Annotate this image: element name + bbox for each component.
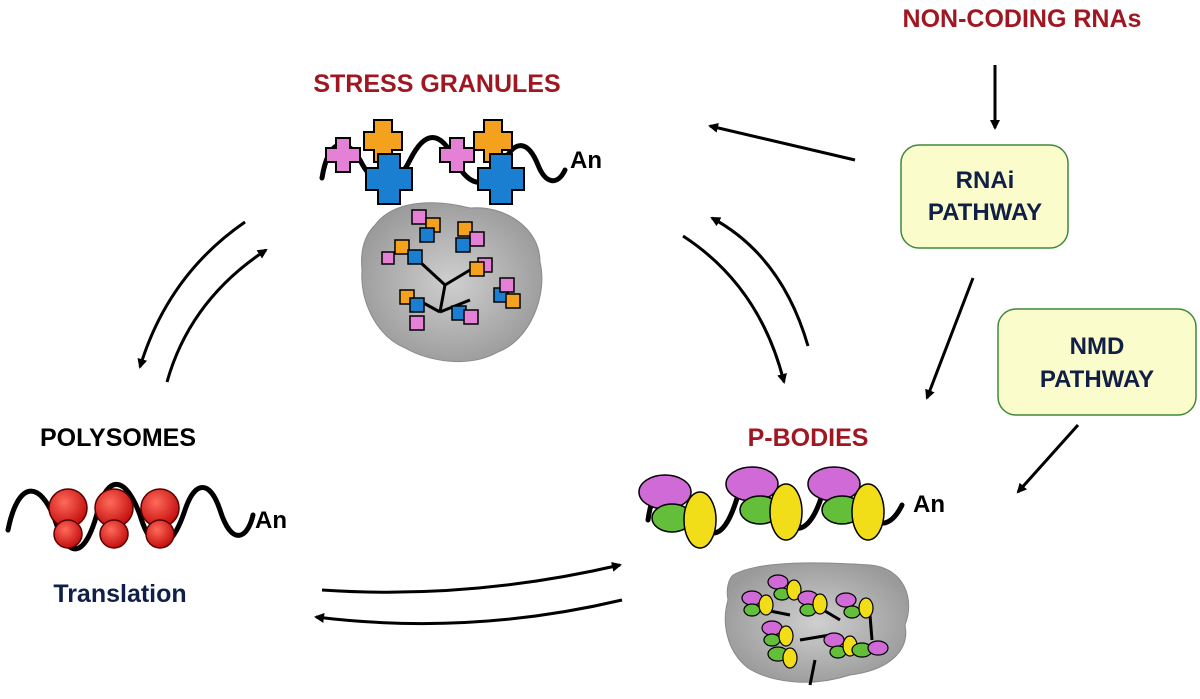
protein-icon	[411, 209, 427, 225]
arrow-icon	[321, 561, 622, 594]
rnai-label-line2: PATHWAY	[928, 199, 1042, 226]
polysomes-title: POLYSOMES	[40, 424, 196, 452]
p-bodies-title: P-BODIES	[748, 424, 869, 452]
p-body-protein-icon	[763, 633, 781, 647]
p-body-protein-icon	[638, 474, 692, 510]
p-body-protein-icon	[851, 483, 885, 541]
protein-icon	[505, 293, 521, 309]
p-body-protein-icon	[807, 466, 861, 502]
protein-icon	[477, 153, 525, 205]
nmd-pathway-box: NMD PATHWAY	[997, 308, 1197, 416]
arrow-icon	[165, 248, 268, 383]
p-body-protein-icon	[683, 491, 717, 549]
protein-icon	[365, 153, 413, 205]
arrow-icon	[314, 598, 623, 626]
poly-a-tail-label: An	[570, 147, 602, 174]
arrow-icon	[925, 277, 975, 400]
nmd-box-shape	[997, 308, 1197, 416]
rnai-box-shape	[900, 144, 1069, 249]
p-body-blob	[724, 562, 910, 683]
p-body-protein-icon	[812, 593, 828, 615]
p-body-icon	[724, 562, 910, 686]
stress-granule-mrna: An	[319, 119, 602, 205]
non-coding-rnas-title: NON-CODING RNAs	[903, 5, 1142, 33]
polysome-mrna: An	[5, 481, 287, 552]
poly-a-tail-label: An	[255, 507, 287, 534]
protein-icon	[394, 239, 410, 255]
ribosome-icon	[99, 519, 129, 549]
protein-icon	[499, 277, 515, 293]
p-body-protein-icon	[782, 647, 798, 669]
translation-label: Translation	[53, 580, 186, 608]
ribosome-icon	[145, 519, 175, 549]
p-body-protein-icon	[858, 597, 874, 619]
nmd-label-line2: PATHWAY	[1040, 366, 1154, 393]
protein-icon	[409, 297, 425, 313]
p-body-protein-icon	[778, 625, 794, 647]
arrow-icon	[682, 234, 787, 384]
p-body-protein-icon	[835, 592, 857, 608]
p-body-mrna: An	[638, 466, 945, 549]
poly-a-tail-label: An	[913, 491, 945, 518]
protein-icon	[407, 249, 423, 265]
p-body-protein-icon	[843, 605, 861, 619]
p-body-protein-icon	[725, 466, 779, 502]
protein-icon	[469, 261, 485, 277]
protein-icon	[381, 251, 395, 265]
protein-icon	[409, 315, 425, 331]
p-body-protein-icon	[823, 632, 845, 648]
p-body-protein-icon	[758, 594, 774, 616]
arrow-icon	[137, 220, 246, 369]
arrows	[137, 65, 1080, 626]
arrow-icon	[710, 216, 810, 347]
protein-icon	[469, 231, 485, 247]
protein-icon	[325, 137, 361, 173]
p-body-protein-icon	[743, 603, 761, 617]
stress-granule-icon	[361, 202, 543, 362]
protein-icon	[457, 221, 473, 237]
arrow-icon	[1016, 423, 1080, 494]
protein-icon	[439, 137, 475, 173]
protein-icon	[419, 227, 435, 243]
rnai-label-line1: RNAi	[956, 167, 1015, 194]
ribosome-icon	[53, 519, 83, 549]
protein-icon	[455, 237, 471, 253]
p-body-protein-icon	[769, 483, 803, 541]
protein-icon	[473, 119, 513, 163]
p-body-protein-icon	[767, 574, 789, 590]
p-body-protein-icon	[786, 579, 802, 601]
stress-granules-title: STRESS GRANULES	[313, 70, 560, 98]
arrow-icon	[708, 122, 856, 162]
nmd-label-line1: NMD	[1070, 333, 1125, 360]
p-body-protein-icon	[867, 640, 889, 656]
protein-icon	[363, 119, 403, 163]
protein-icon	[463, 309, 479, 325]
rnai-pathway-box: RNAi PATHWAY	[900, 144, 1069, 249]
